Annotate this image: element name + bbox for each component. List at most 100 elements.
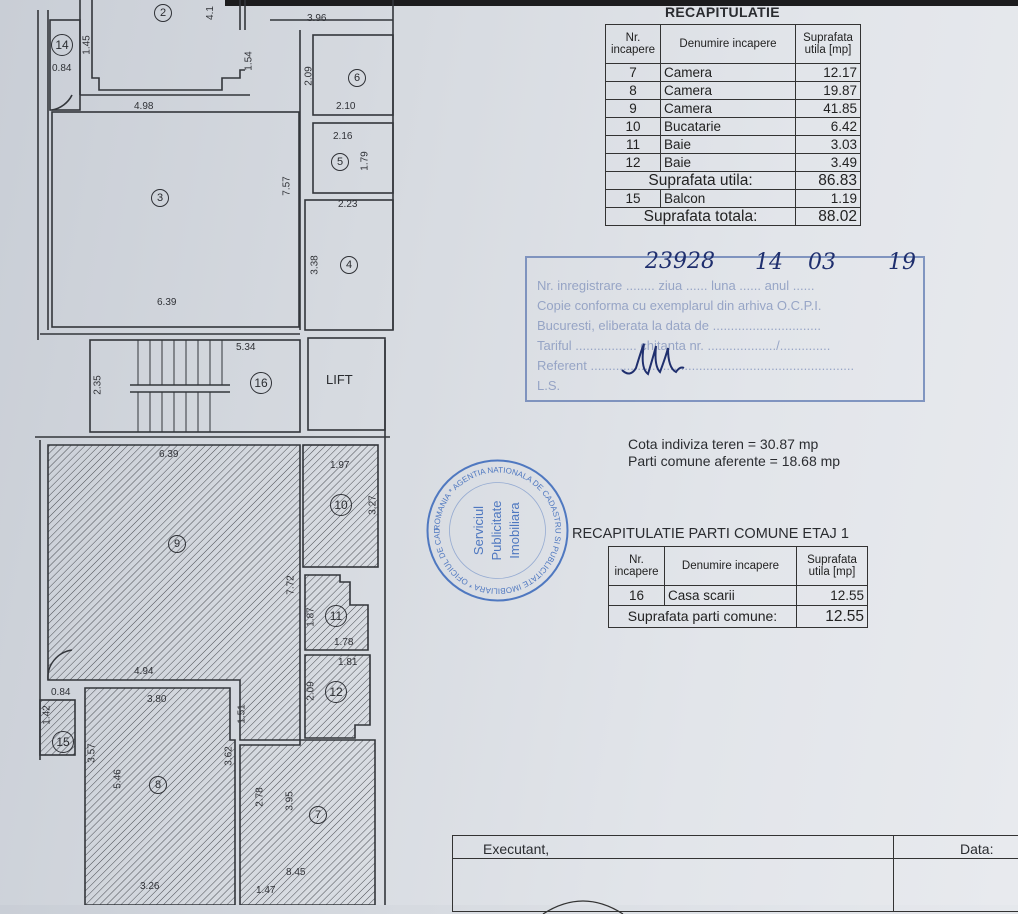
registration-stamp: Nr. inregistrare ........ ziua ...... lu…: [525, 256, 925, 402]
dimension-label: 4.94: [134, 666, 154, 677]
official-round-stamp: ROMANIA * AGENTIA NATIONALA DE CADASTRU …: [425, 458, 569, 602]
dimension-label: 1.97: [330, 460, 350, 471]
room-area: 3.03: [795, 135, 861, 154]
utila-label: Suprafata utila:: [605, 171, 796, 190]
stamp-center-text: Serviciul: [471, 506, 486, 555]
column-header: Nr. incapere: [605, 24, 661, 64]
room-name: Bucatarie: [660, 117, 796, 136]
executant-label: Executant,: [483, 841, 550, 857]
room-name: Camera: [660, 81, 796, 100]
room-number: 11: [605, 135, 661, 154]
stamp-center-text: Publicitate: [489, 501, 504, 561]
dimension-label: 3.80: [147, 694, 167, 705]
cota-indiviza: Cota indiviza teren = 30.87 mp: [628, 436, 819, 452]
column-header: Denumire incapere: [660, 24, 796, 64]
total-row: Suprafata parti comune:12.55: [608, 605, 868, 628]
handwritten-month: 03: [808, 250, 836, 275]
room-number: 9: [605, 99, 661, 118]
stamp-line: Tariful ................. chitanta nr. .…: [537, 338, 831, 353]
totala-label: Suprafata totala:: [605, 207, 796, 226]
room-label: 8: [149, 776, 167, 794]
data-label: Data:: [960, 841, 994, 857]
room-label: 3: [151, 189, 169, 207]
dimension-label: 0.84: [52, 63, 72, 74]
room-area: 19.87: [795, 81, 861, 100]
photo-edge: [225, 0, 1018, 6]
dimension-label: 3.95: [284, 791, 296, 811]
column-header: Suprafata utila [mp]: [796, 546, 868, 586]
dimension-label: 6.39: [159, 449, 179, 460]
dimension-label: 4.1: [204, 6, 216, 20]
dimension-label: 5.34: [236, 342, 256, 353]
dimension-label: 2.23: [338, 199, 358, 210]
handwritten-day: 14: [755, 250, 783, 275]
stamp-line: Nr. inregistrare ........ ziua ...... lu…: [537, 278, 815, 293]
dimension-label: 1.81: [338, 657, 358, 668]
dimension-label: 1.51: [236, 704, 248, 724]
lift-label: LIFT: [326, 372, 353, 387]
room-label: 7: [309, 806, 327, 824]
stamp-line: Copie conforma cu exemplarul din arhiva …: [537, 298, 822, 313]
partial-stamp: [542, 900, 624, 914]
room-label: 4: [340, 256, 358, 274]
room-area: 3.49: [795, 153, 861, 172]
common-table: Nr. incapere Denumire incapere Suprafata…: [608, 546, 868, 628]
stamp-line: Referent ...............................…: [537, 358, 855, 373]
room-label: 10: [330, 494, 352, 516]
column-header: Denumire incapere: [664, 546, 797, 586]
dimension-label: 1.78: [334, 637, 354, 648]
executant-box: Executant, Data:: [452, 835, 1018, 914]
dimension-label: 3.96: [307, 13, 327, 24]
dimension-label: 1.42: [41, 705, 53, 725]
stamp-line: Bucuresti, eliberata la data de ........…: [537, 318, 821, 333]
common-total-value: 12.55: [796, 605, 868, 628]
table-header: Nr. incapere Denumire incapere Suprafata…: [608, 546, 868, 586]
dimension-label: 2.35: [92, 375, 104, 395]
dimension-label: 1.79: [359, 151, 371, 171]
total-row: Suprafata utila:86.83: [605, 171, 861, 190]
dimension-label: 2.09: [303, 66, 315, 86]
room-number: 8: [605, 81, 661, 100]
dimension-label: 2.78: [254, 787, 266, 807]
dimension-label: 1.45: [81, 35, 93, 55]
room-name: Balcon: [660, 189, 796, 208]
room-label: 6: [348, 69, 366, 87]
stamp-line: L.S.: [537, 378, 561, 393]
room-name: Camera: [660, 99, 796, 118]
dimension-label: 3.62: [223, 746, 235, 766]
floor-plan: [35, 0, 394, 905]
room-label: 9: [168, 535, 186, 553]
room-label: 15: [52, 731, 74, 753]
room-number: 7: [605, 63, 661, 82]
room-name: Camera: [660, 63, 796, 82]
common-title: RECAPITULATIE PARTI COMUNE ETAJ 1: [572, 526, 849, 542]
room-area: 41.85: [795, 99, 861, 118]
room-name: Casa scarii: [664, 585, 797, 606]
dimension-label: 6.39: [157, 297, 177, 308]
room-number: 16: [608, 585, 665, 606]
room-area: 12.17: [795, 63, 861, 82]
handwritten-number: 23928: [645, 249, 715, 274]
dimension-label: 7.57: [281, 176, 293, 196]
room-number: 15: [605, 189, 661, 208]
dimension-label: 3.38: [309, 255, 321, 275]
stamp-center-text: Imobiliara: [507, 502, 522, 559]
dimension-label: 1.54: [243, 51, 255, 71]
dimension-label: 7.72: [285, 575, 297, 595]
room-number: 12: [605, 153, 661, 172]
dimension-label: 3.57: [86, 743, 98, 763]
totala-value: 88.02: [795, 207, 861, 226]
utila-value: 86.83: [795, 171, 861, 190]
recap-title: RECAPITULATIE: [665, 4, 780, 20]
room-label: 16: [250, 372, 272, 394]
common-total-label: Suprafata parti comune:: [608, 605, 797, 628]
room-label: 11: [325, 605, 347, 627]
room-area: 6.42: [795, 117, 861, 136]
room-number: 10: [605, 117, 661, 136]
